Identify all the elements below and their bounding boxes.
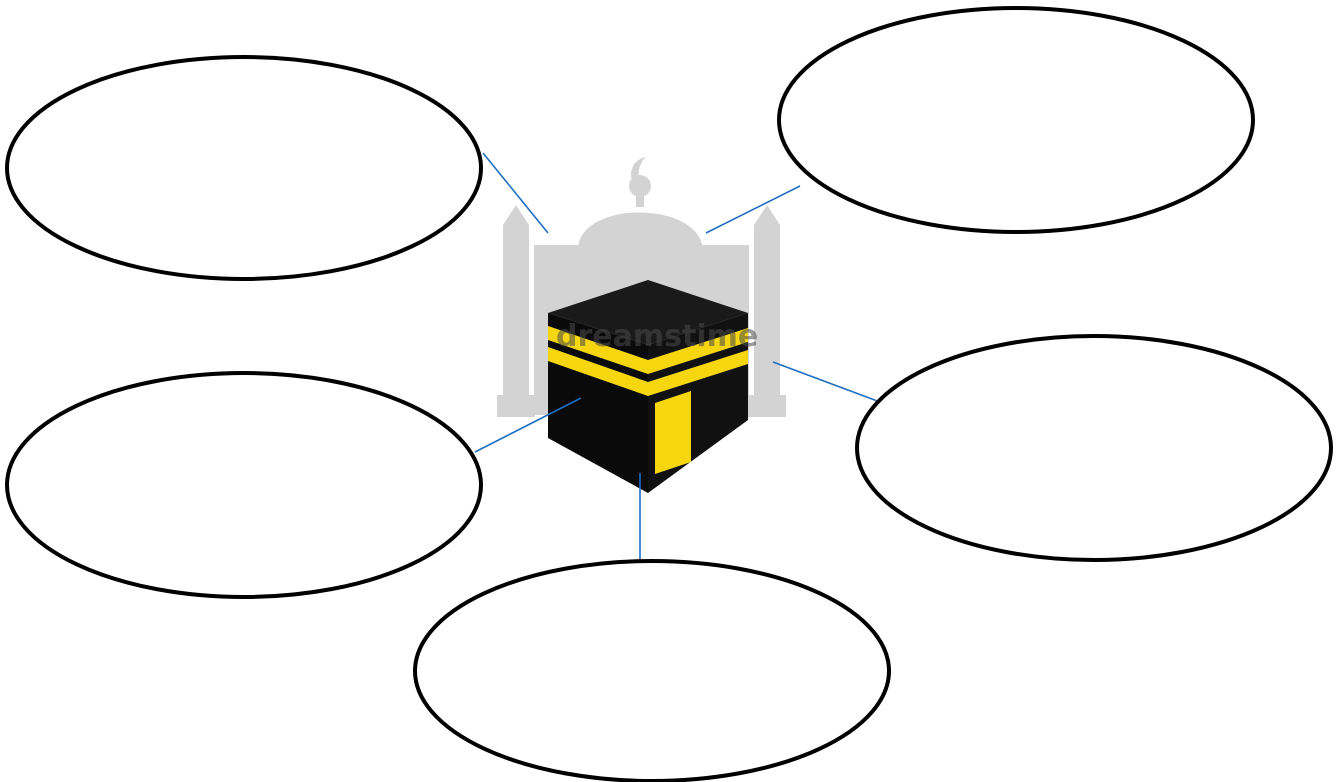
bubble-top-left[interactable] (5, 55, 483, 281)
kaaba-icon (548, 280, 748, 493)
bubble-middle-left[interactable] (5, 371, 483, 599)
connector-middle-left (474, 397, 582, 453)
bubble-top-right[interactable] (777, 6, 1255, 234)
connector-top-left (482, 152, 549, 234)
connector-middle-right (772, 361, 881, 403)
connector-top-right (705, 185, 801, 234)
bubble-bottom-center[interactable] (413, 559, 891, 782)
bubble-middle-right[interactable] (855, 334, 1333, 562)
watermark-text: dreamstime (556, 319, 758, 354)
